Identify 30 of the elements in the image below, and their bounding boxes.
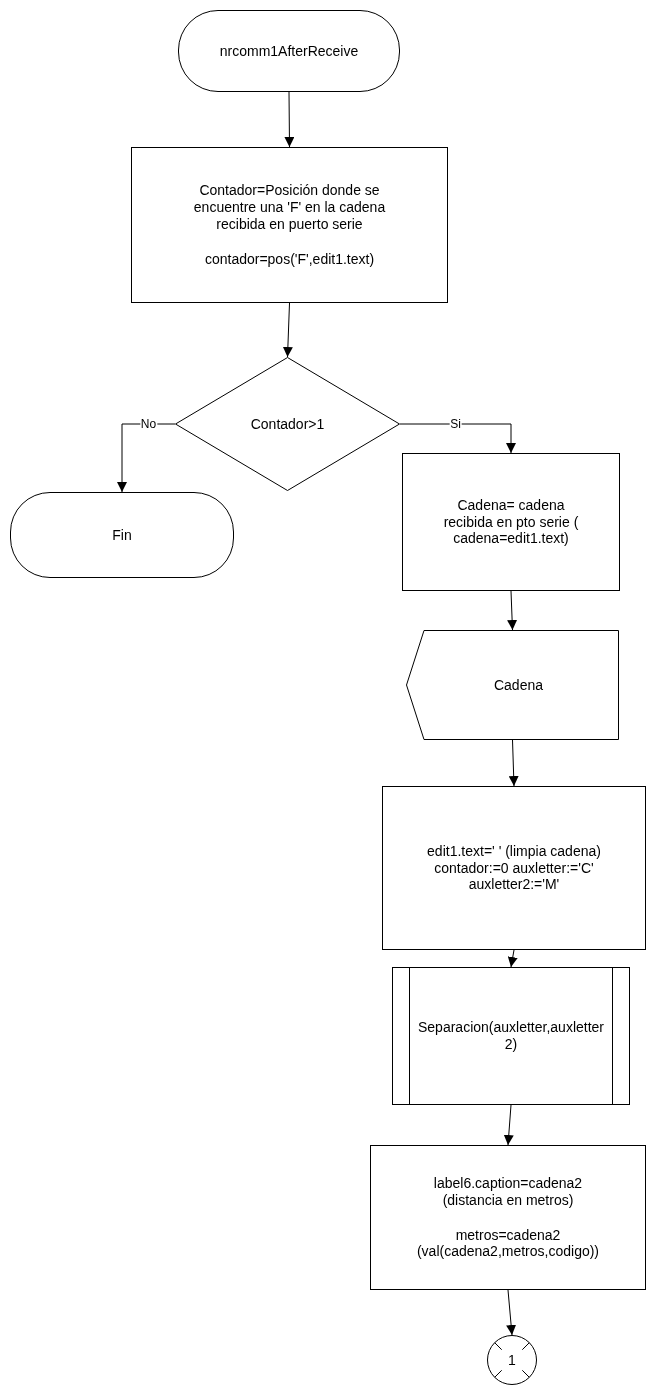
node-text: Cadena xyxy=(493,676,543,694)
arrow xyxy=(507,590,518,631)
arrow xyxy=(508,739,519,787)
node-text: nrcomm1AfterReceive xyxy=(219,42,359,60)
arrow xyxy=(282,302,293,358)
node-text: metros=cadena2 (val(cadena2,metros,codigo)) xyxy=(415,1226,601,1261)
arrow xyxy=(399,423,516,454)
node-text: Separacion(auxletter,auxletter2) xyxy=(417,1019,605,1053)
arrow xyxy=(284,91,295,148)
process-box xyxy=(131,147,448,303)
arrow xyxy=(503,1104,514,1146)
node-text: edit1.text=' ' (limpia cadena) contador:=0 auxletter:='C' auxletter2:='M' xyxy=(426,842,602,894)
node-text: label6.caption=cadena2 (distancia en metros) xyxy=(432,1174,584,1209)
node-text: Fin xyxy=(112,526,132,544)
process-box xyxy=(402,453,620,591)
subroutine-box xyxy=(392,967,630,1105)
arrow xyxy=(506,1289,517,1336)
node-text: contador=pos('F',edit1.text) xyxy=(204,250,375,268)
arrow xyxy=(507,949,518,968)
edge-label: No xyxy=(139,418,158,430)
node-text: 1 xyxy=(508,1351,516,1369)
node-text: Contador=Posición donde se encuentre una 'F' en la cadena recibida en puerto serie xyxy=(192,182,387,233)
display-shape xyxy=(406,630,619,740)
process-box xyxy=(370,1145,646,1290)
process-box xyxy=(382,786,646,950)
decision-diamond xyxy=(175,357,400,491)
node-text: Contador>1 xyxy=(250,415,325,433)
edge-label: Si xyxy=(449,418,462,430)
node-text: Cadena= cadena recibida en pto serie ( cadena=edit1.text) xyxy=(442,496,580,548)
connector-circle xyxy=(487,1335,537,1385)
